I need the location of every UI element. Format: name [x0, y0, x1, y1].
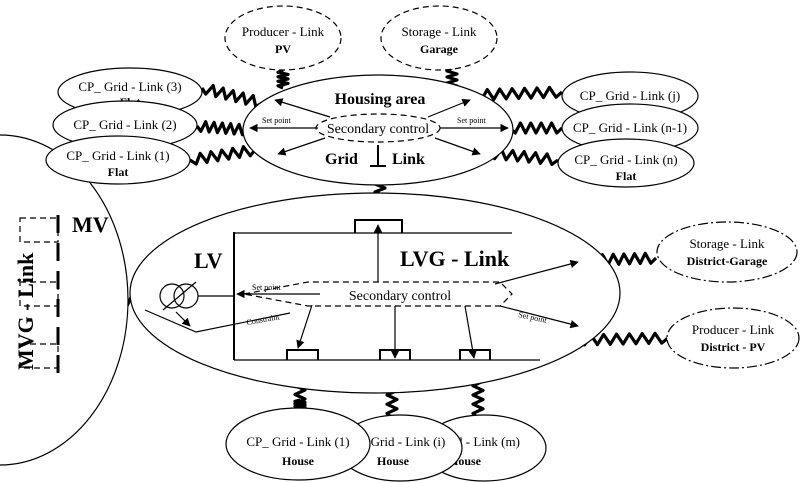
- housing-arrow-ll: [277, 137, 326, 156]
- house-1-node: CP_ Grid - Link (1) House: [225, 407, 371, 481]
- district-producer-title: Producer - Link: [692, 322, 775, 337]
- cp-right-n1-title: CP_ Grid - Link (n-1): [573, 120, 687, 135]
- spring-district-storage: [590, 251, 658, 267]
- mvg-link-node: MV MVG - Link: [0, 134, 129, 466]
- cp-right-n1-node: CP_ Grid - Link (n-1): [561, 103, 699, 153]
- spring-producer-pv: [276, 68, 290, 90]
- house-i-sub: House: [377, 454, 410, 468]
- cp-right-n-sub: Flat: [616, 169, 637, 183]
- lvg-top-tap: [354, 219, 403, 233]
- spring-cp-right-n1: [508, 121, 564, 135]
- house-1-title: CP_ Grid - Link (1): [246, 434, 349, 449]
- transformer-icon: [159, 281, 234, 311]
- housing-secondary-control-label: Secondary control: [327, 122, 429, 137]
- cp-left-3-title: CP_ Grid - Link (3): [78, 79, 181, 94]
- lvg-secondary-control-box: [243, 281, 513, 307]
- spring-cp-left-2: [195, 120, 249, 137]
- cp-right-n-title: CP_ Grid - Link (n): [574, 152, 677, 167]
- district-storage-sub: District-Garage: [687, 254, 768, 268]
- lvg-secondary-control-label: Secondary control: [349, 289, 451, 304]
- cp-right-n-node: CP_ Grid - Link (n) Flat: [557, 138, 695, 188]
- producer-pv-title: Producer - Link: [242, 24, 325, 39]
- housing-arrow-ur: [427, 98, 471, 118]
- house-m-title: d - Link (m): [456, 434, 520, 449]
- housing-grid-label: Grid: [325, 151, 358, 168]
- storage-link-garage-node: Storage - Link Garage: [380, 5, 498, 71]
- cp-left-2-title: CP_ Grid - Link (2): [73, 117, 176, 132]
- spring-cp-right-j: [474, 85, 564, 102]
- house-i-node: Grid - Link (i) House: [337, 414, 463, 482]
- arrow-to-tap-3: [464, 305, 477, 359]
- arrow-to-district-storage: [494, 259, 579, 285]
- cp-right-j-title: CP_ Grid - Link (j): [580, 88, 680, 103]
- housing-arrow-lr: [434, 137, 481, 156]
- transformer-arrow: [175, 311, 191, 327]
- cp-left-1-node: CP_ Grid - Link (1) Flat: [45, 135, 191, 185]
- housing-area-node: Housing area Secondary control Grid Link…: [242, 74, 514, 186]
- house-i-title: Grid - Link (i): [371, 434, 446, 449]
- spring-cp-left-3: [200, 84, 263, 109]
- lv-label: LV: [194, 248, 223, 273]
- lvg-link-title: LVG - Link: [400, 246, 510, 271]
- producer-pv-sub: PV: [275, 42, 291, 56]
- storage-garage-title: Storage - Link: [401, 24, 477, 39]
- district-storage-title: Storage - Link: [689, 236, 765, 251]
- house-1-sub: House: [282, 454, 315, 468]
- producer-link-pv-node: Producer - Link PV: [224, 5, 342, 71]
- district-producer-sub: District - PV: [701, 340, 766, 354]
- cp-left-2-node: CP_ Grid - Link (2): [52, 100, 198, 150]
- housing-setpoint-left: Set point: [262, 116, 291, 125]
- mv-label: MV: [72, 212, 109, 237]
- housing-link-label: Link: [392, 151, 425, 168]
- housing-setpoint-right: Set point: [457, 116, 486, 125]
- lvg-bottom-tap-1: [286, 349, 319, 360]
- housing-arrow-ul: [274, 98, 331, 118]
- cp-left-1-sub: Flat: [108, 165, 129, 179]
- arrow-to-district-producer: [499, 305, 579, 329]
- arrow-to-tap-1: [296, 304, 313, 349]
- district-producer-node: Producer - Link District - PV: [666, 307, 800, 369]
- cp-left-1-title: CP_ Grid - Link (1): [66, 148, 169, 163]
- lvg-setpoint-left: Set point: [252, 283, 281, 292]
- mv-bus-box-mid: [19, 281, 59, 307]
- storage-garage-sub: Garage: [420, 42, 459, 56]
- housing-area-title: Housing area: [335, 91, 426, 108]
- district-storage-node: Storage - Link District-Garage: [656, 221, 798, 283]
- lvg-link-node: LV LVG - Link Secondary control Set poin…: [129, 192, 621, 394]
- spring-cp-left-1: [189, 145, 257, 166]
- mvg-link-label: MVG - Link: [13, 252, 38, 370]
- constraint-line: [144, 309, 291, 333]
